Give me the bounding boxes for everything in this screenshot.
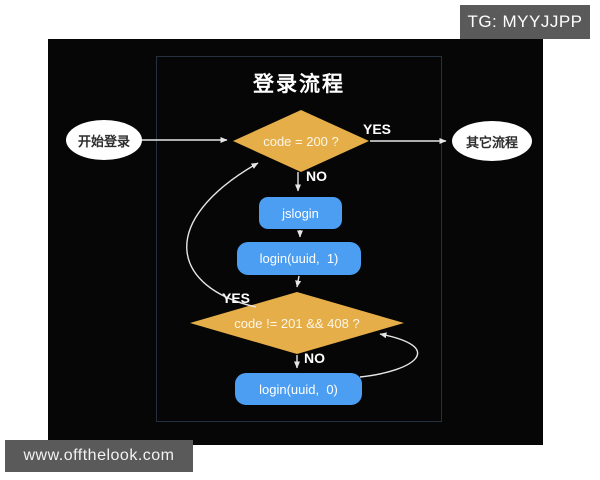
edge-label-yes-bottom: YES <box>222 290 251 306</box>
diagram-frame <box>156 56 442 422</box>
node-login-uuid-0: login(uuid, 0) <box>235 373 362 405</box>
edge-label-no-top: NO <box>306 168 327 184</box>
node-jslogin: jslogin <box>259 197 342 229</box>
edge-label-no-bottom: NO <box>304 350 325 366</box>
edge-label-yes-top: YES <box>363 121 392 137</box>
node-other-flow: 其它流程 <box>452 121 532 161</box>
node-login-uuid-1: login(uuid, 1) <box>237 242 361 275</box>
telegram-badge: TG: MYYJJPP <box>460 5 590 39</box>
node-start-login: 开始登录 <box>66 120 142 160</box>
diagram-title: 登录流程 <box>253 73 345 96</box>
watermark-site: www.offthelook.com <box>5 440 193 472</box>
